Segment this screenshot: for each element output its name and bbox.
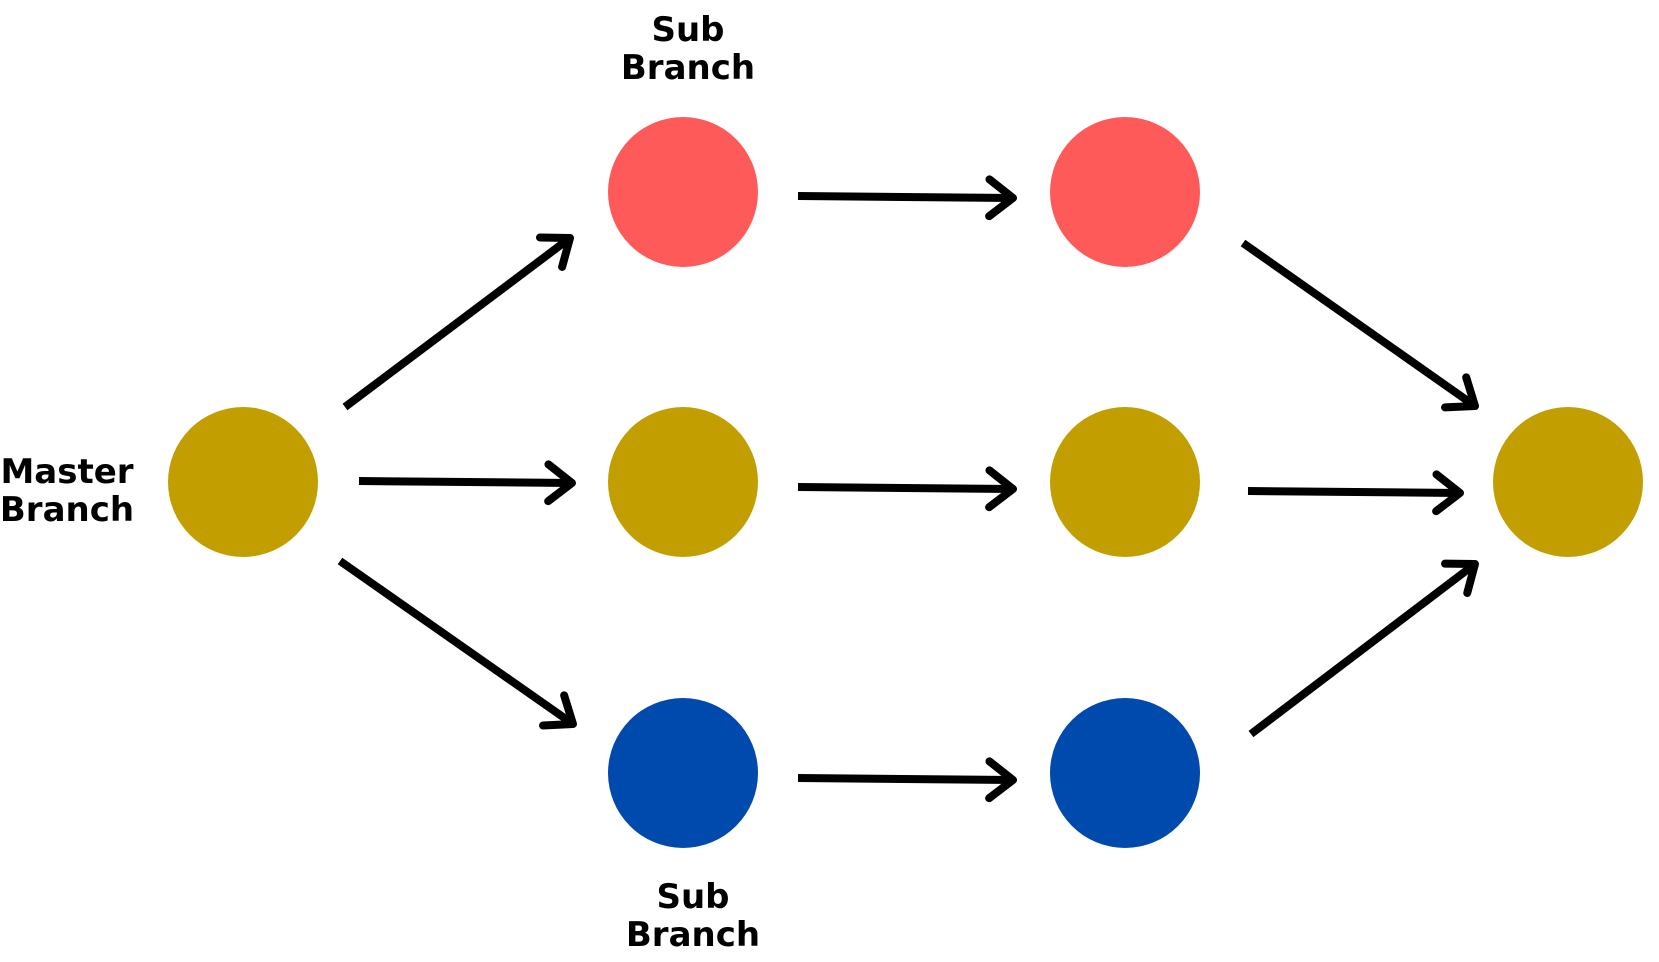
arrow-head — [536, 233, 574, 271]
arrow-shaft — [797, 192, 1014, 202]
arrow-shaft — [358, 477, 573, 487]
sub-branch-bottom-label-line-1: Sub — [656, 877, 730, 917]
arrow-blue-1-to-blue-2 — [797, 757, 1017, 803]
arrow-gold-1-to-gold-2 — [797, 466, 1017, 512]
arrow-head — [985, 757, 1017, 803]
sub-branch-bottom-label: Sub Branch — [583, 878, 803, 954]
arrow-blue-2-to-master-end — [1248, 559, 1479, 738]
arrow-head — [985, 175, 1017, 221]
node-red-1 — [608, 117, 758, 267]
node-blue-1 — [608, 698, 758, 848]
arrow-shaft — [797, 483, 1014, 493]
arrow-red-1-to-red-2 — [797, 175, 1017, 221]
arrow-shaft — [337, 557, 576, 728]
arrow-head — [985, 466, 1017, 512]
master-branch-label-line-1: Master — [0, 452, 134, 492]
node-gold-2 — [1050, 407, 1200, 557]
arrow-shaft — [797, 774, 1014, 784]
arrow-shaft — [1248, 560, 1478, 738]
edges-layer — [337, 175, 1479, 803]
arrow-master-start-to-gold-1 — [358, 460, 576, 506]
node-blue-2 — [1050, 698, 1200, 848]
arrow-red-2-to-master-end — [1240, 239, 1479, 412]
master-branch-label: Master Branch — [0, 453, 177, 529]
node-master-end — [1493, 407, 1643, 557]
arrow-head — [1441, 373, 1479, 412]
sub-branch-top-label-line-2: Branch — [620, 48, 756, 88]
sub-branch-top-label-line-1: Sub — [651, 10, 725, 50]
sub-branch-bottom-label-line-2: Branch — [625, 915, 761, 955]
node-gold-1 — [608, 407, 758, 557]
arrow-gold-2-to-master-end — [1247, 470, 1464, 516]
arrow-master-start-to-blue-1 — [337, 557, 577, 730]
arrow-head — [1432, 470, 1464, 516]
nodes-layer — [168, 117, 1643, 848]
arrow-shaft — [342, 234, 573, 411]
master-branch-label-line-2: Branch — [0, 490, 135, 530]
arrow-head — [539, 691, 577, 730]
arrow-master-start-to-red-1 — [342, 233, 574, 411]
arrow-shaft — [1247, 487, 1461, 497]
arrow-head — [544, 460, 576, 506]
node-red-2 — [1050, 117, 1200, 267]
node-master-start — [168, 407, 318, 557]
arrow-shaft — [1240, 239, 1478, 410]
arrow-head — [1441, 559, 1479, 597]
sub-branch-top-label: Sub Branch — [578, 11, 798, 87]
